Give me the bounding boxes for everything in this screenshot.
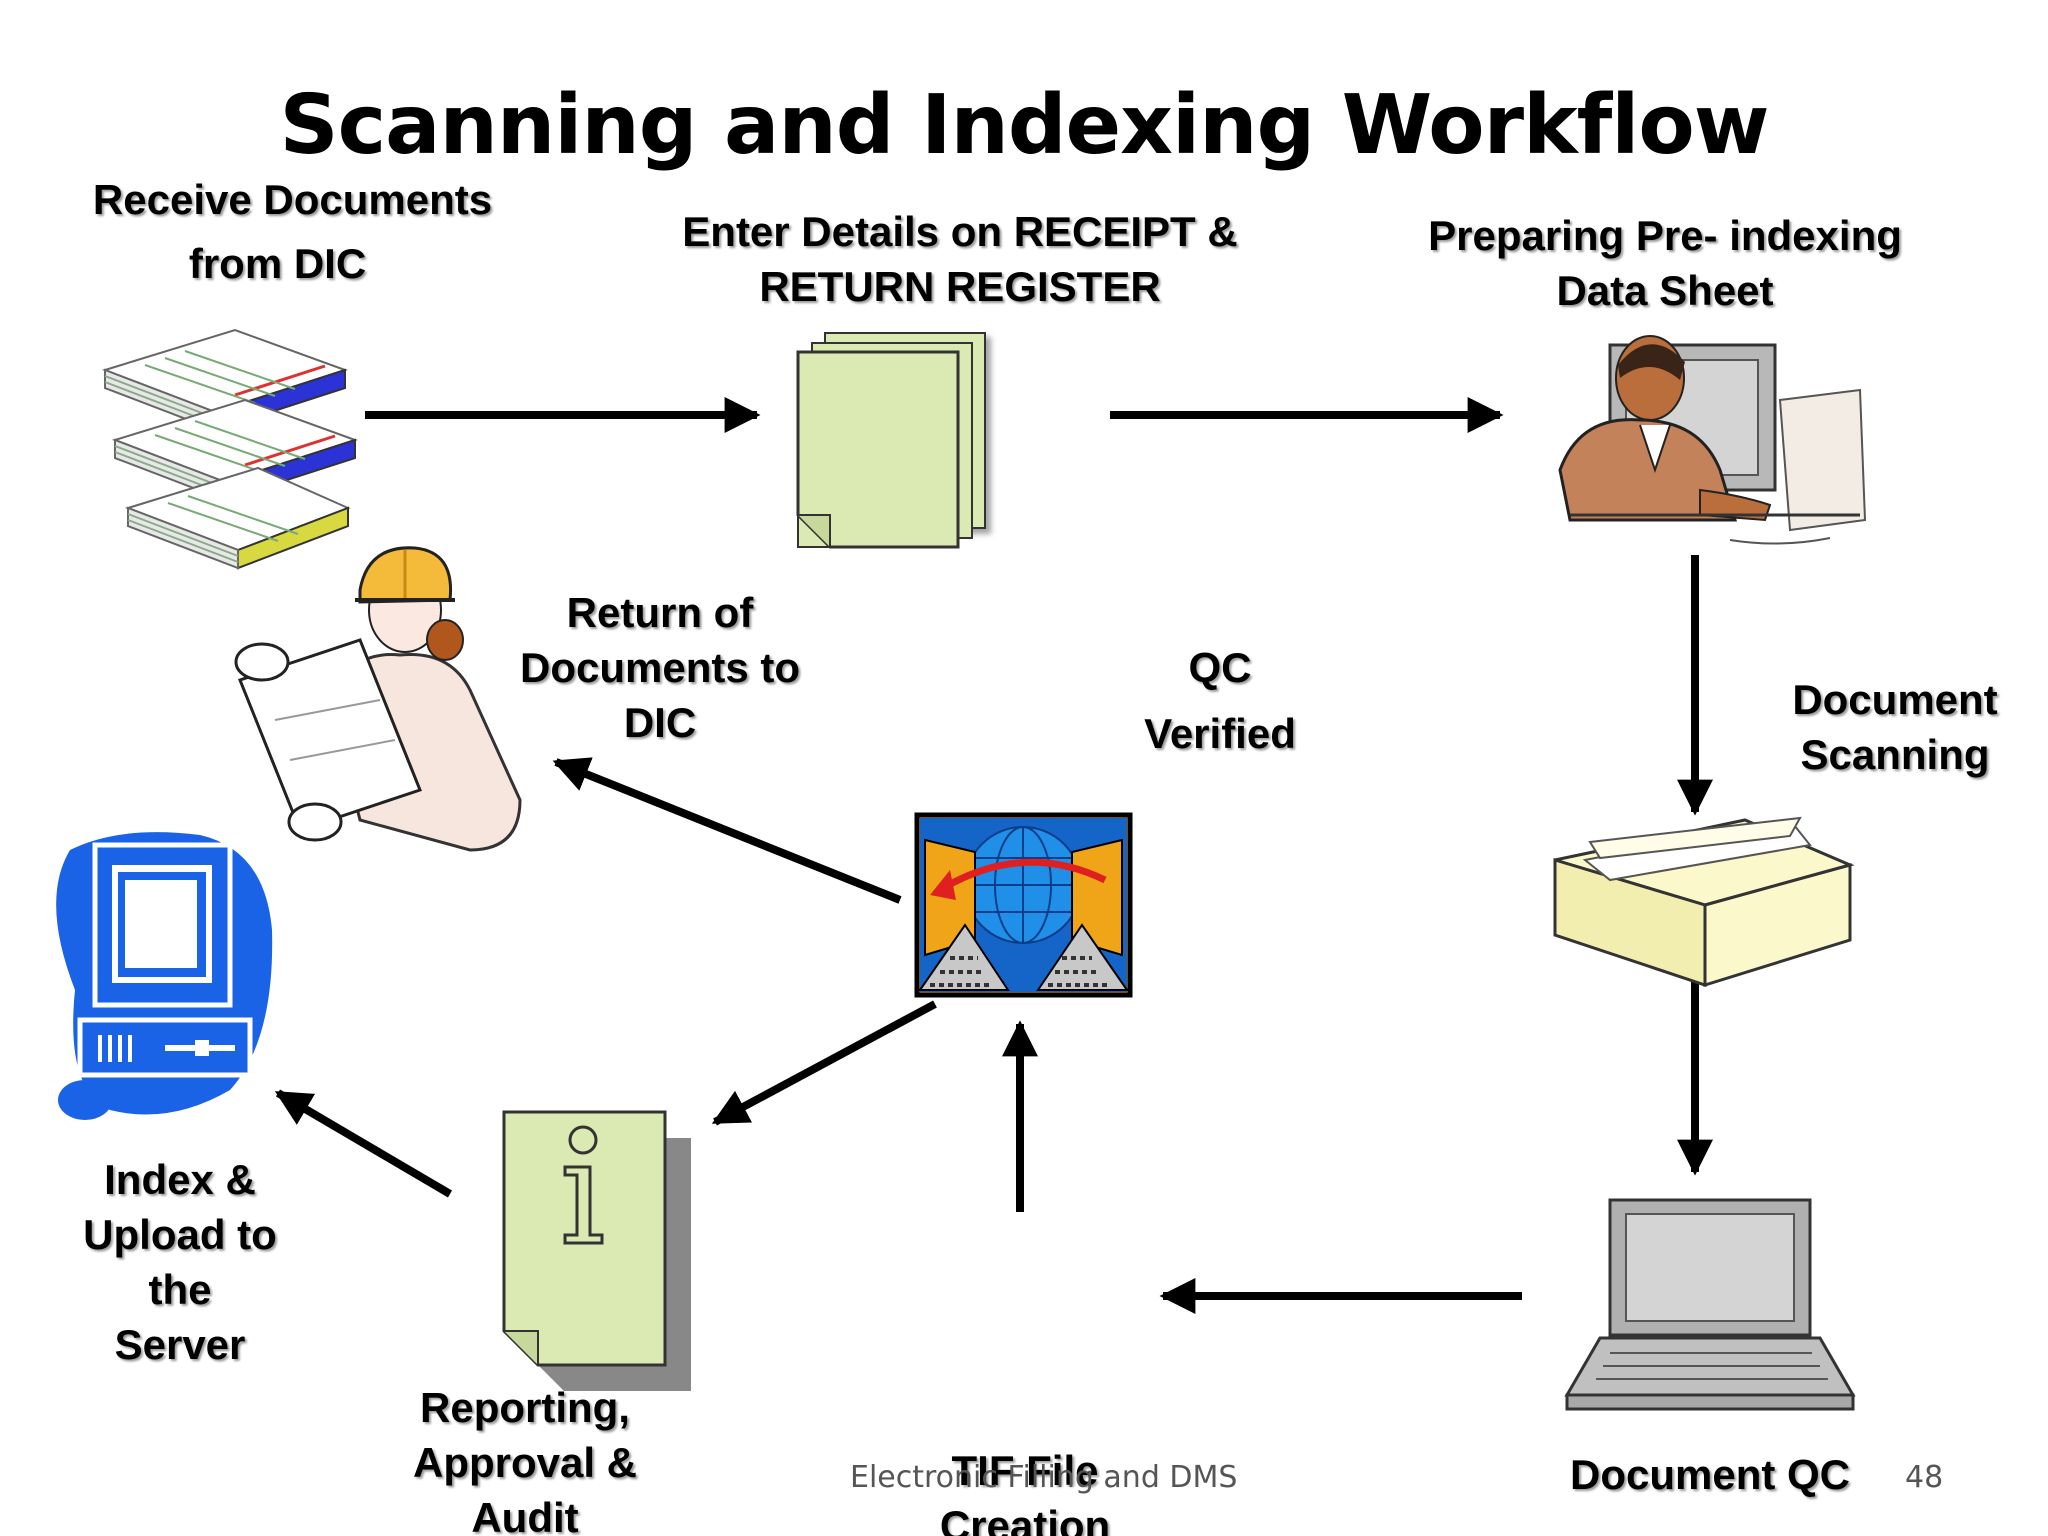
arrow-verified-to-reporting	[711, 1000, 937, 1126]
label-reporting-approval-audit: Reporting, Approval & Audit	[380, 1380, 670, 1536]
info-document-icon	[502, 1110, 691, 1391]
label-preparing-line1: Preparing Pre- indexing	[1428, 212, 1902, 259]
label-index-upload-server: Index & Upload to the Server	[55, 1152, 305, 1372]
flatbed-scanner-icon	[1553, 816, 1855, 988]
paper-stack-icon	[796, 332, 986, 549]
arrow-reporting-to-upload	[274, 1089, 453, 1198]
label-upload-line1: Index &	[104, 1156, 256, 1203]
laptop-icon	[1564, 1198, 1856, 1411]
office-worker-icon	[1558, 335, 1867, 545]
desktop-computer-icon	[56, 832, 273, 1120]
label-qc-line1: QC	[1188, 644, 1252, 691]
label-upload-line4: Server	[114, 1321, 246, 1368]
label-receive-documents: Receive Documents from DIC	[70, 168, 515, 296]
label-tif-line2: Creation	[939, 1502, 1111, 1536]
label-enter-details-line1: Enter Details on RECEIPT &	[682, 208, 1238, 255]
network-transfer-icon	[914, 812, 1133, 998]
label-receive-line1: Receive Documents	[92, 176, 493, 223]
label-doc-qc-line1: Document QC	[1569, 1451, 1850, 1498]
label-return-line3: DIC	[623, 699, 697, 746]
label-scanning-line2: Scanning	[1800, 731, 1990, 778]
label-scanning-line1: Document	[1792, 676, 1998, 723]
label-return-line1: Return of	[566, 589, 754, 636]
label-reporting-line3: Audit	[471, 1494, 579, 1536]
label-preparing-data-sheet: Preparing Pre- indexing Data Sheet	[1400, 208, 1930, 318]
page-number: 48	[1905, 1460, 1944, 1495]
label-preparing-line2: Data Sheet	[1556, 267, 1774, 314]
footer-text: Electronic Filling and DMS	[850, 1460, 1238, 1495]
label-qc-verified: QC Verified	[1100, 635, 1340, 767]
engineer-with-blueprint-icon	[234, 546, 522, 852]
label-tif-line1: TIF File	[951, 1447, 1099, 1494]
label-receive-line2: from DIC	[188, 240, 367, 287]
label-qc-line2: Verified	[1144, 710, 1296, 757]
label-reporting-line1: Reporting,	[420, 1384, 630, 1431]
label-upload-line2: Upload to	[83, 1211, 277, 1258]
document-stacks-icon	[101, 328, 359, 570]
label-return-of-documents: Return of Documents to DIC	[490, 585, 830, 750]
label-document-scanning: Document Scanning	[1770, 672, 2020, 782]
label-enter-details-line2: RETURN REGISTER	[759, 263, 1161, 310]
label-document-qc: Document QC	[1545, 1447, 1875, 1502]
label-tif-file-creation: TIF File Creation	[880, 1443, 1170, 1536]
label-upload-line3: the	[148, 1266, 212, 1313]
arrow-verified-to-return	[552, 757, 902, 904]
label-enter-details: Enter Details on RECEIPT & RETURN REGIST…	[650, 204, 1270, 314]
label-return-line2: Documents to	[519, 644, 800, 691]
label-reporting-line2: Approval &	[412, 1439, 638, 1486]
slide-title: Scanning and Indexing Workflow	[279, 78, 1770, 173]
